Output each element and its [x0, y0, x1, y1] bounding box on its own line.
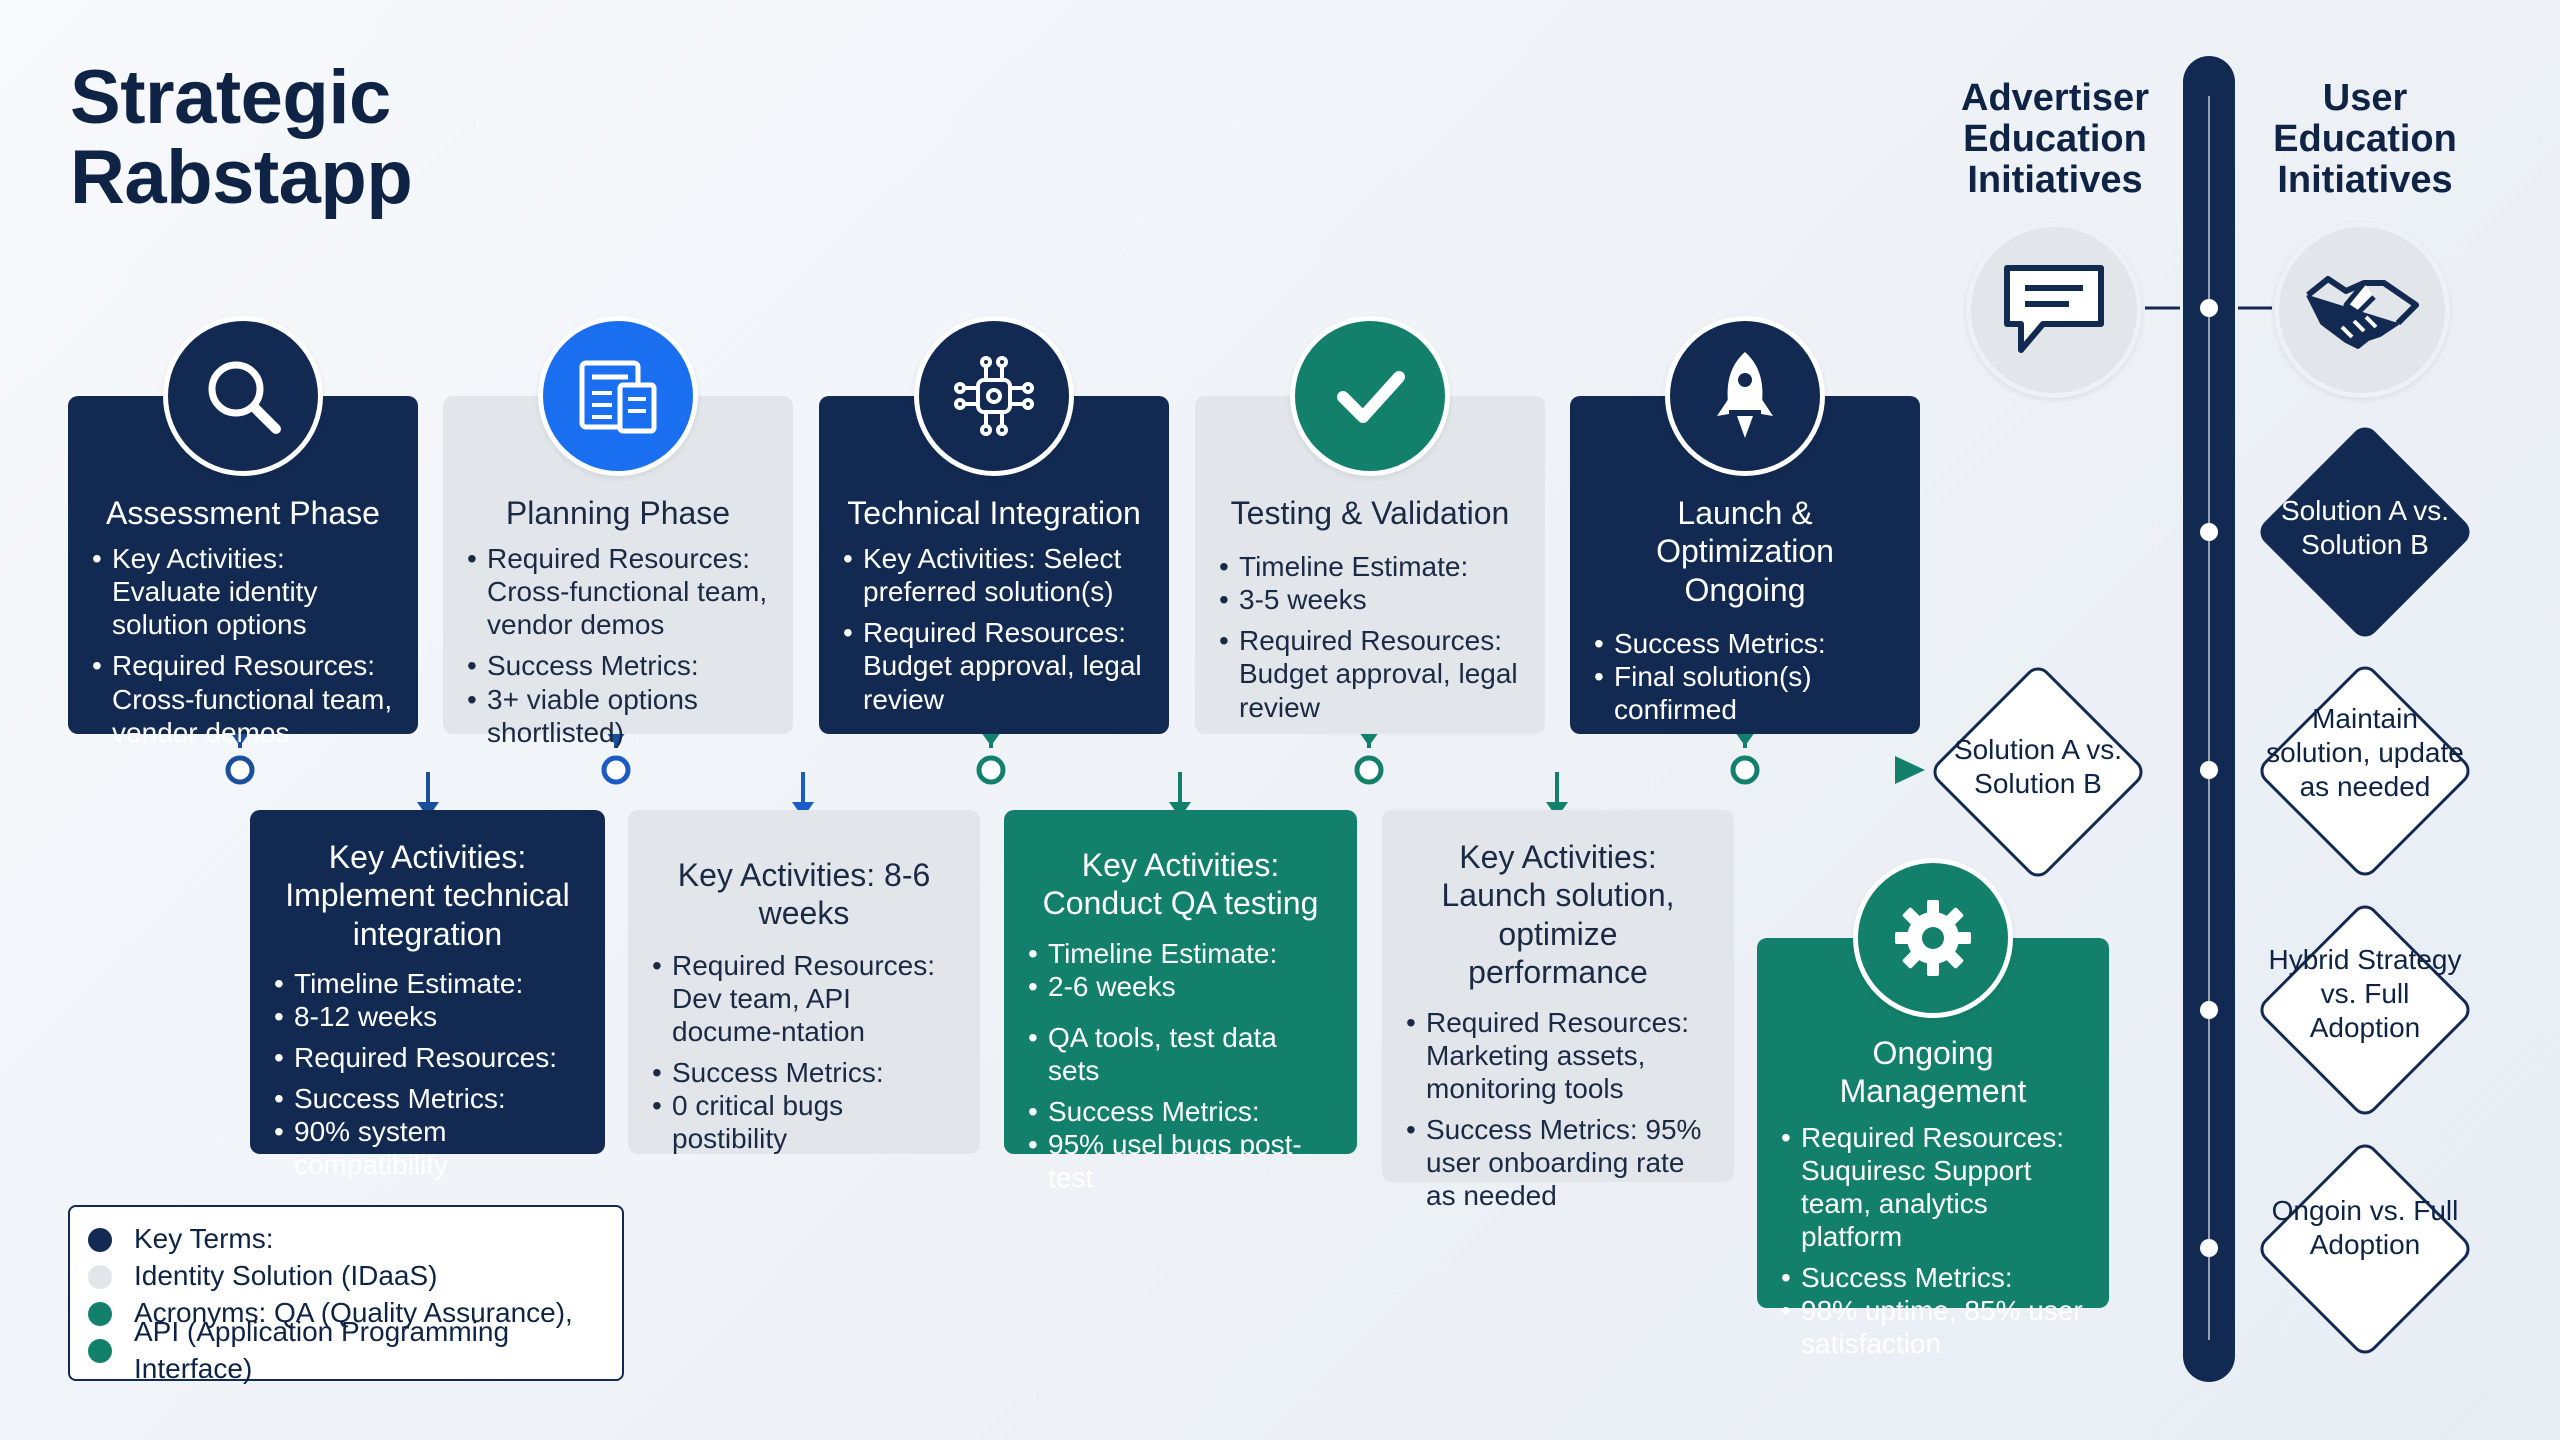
card-item: Timeline Estimate:	[274, 967, 581, 1000]
card-item: Final solution(s) confirmed	[1594, 660, 1896, 726]
legend-swatch	[88, 1227, 112, 1252]
card-item: Required Resources: Suquiresc Support te…	[1781, 1121, 2085, 1253]
card-title: Key Activities: Implement technical inte…	[285, 839, 570, 952]
card-item: 3+ viable options shortlisted)	[467, 683, 769, 749]
timeline-node	[1354, 755, 1384, 785]
legend-label: Acronyms: QA (Quality Assurance),	[134, 1297, 573, 1329]
launch-solution-card: Key Activities: Launch solution, optimiz…	[1382, 810, 1734, 1211]
launch-optimization-card: Launch & Optimization Ongoing Success Me…	[1570, 396, 1920, 734]
key-activities-weeks-card: Key Activities: 8-6 weeks Required Resou…	[628, 810, 980, 1154]
card-item: 95% usel bugs post-test	[1028, 1128, 1333, 1194]
card-item: 3-5 weeks	[1219, 583, 1521, 616]
magnifier-icon	[163, 316, 323, 476]
timeline-end-label: Solution A vs. Solution B	[1953, 734, 2123, 800]
card-title: Key Activities: Conduct QA testing	[1042, 847, 1319, 922]
card-title: Launch & Optimization Ongoing	[1656, 495, 1834, 608]
card-item: Success Metrics:	[1594, 627, 1896, 660]
legend-item: Key Terms:	[88, 1221, 604, 1258]
legend-label: Key Terms:	[134, 1223, 274, 1255]
card-item: Success Metrics:	[274, 1082, 581, 1115]
card-title: Assessment Phase	[106, 495, 380, 531]
legend-item: API (Application Programming Interface)	[88, 1316, 604, 1384]
card-item: Required Resources: Dev team, API docume…	[652, 949, 956, 1048]
card-item: Success Metrics:	[1028, 1095, 1333, 1128]
card-title: Planning Phase	[505, 495, 731, 531]
timeline-node	[601, 755, 631, 785]
card-item: Required Resources: Marketing assets, mo…	[1406, 1006, 1710, 1105]
timeline-node	[1730, 755, 1760, 785]
timeline-node	[976, 755, 1006, 785]
circuit-icon	[914, 316, 1074, 476]
card-item: Success Metrics: 95% user onboarding rat…	[1406, 1113, 1710, 1212]
card-item: Required Resources: Cross-functional tea…	[92, 649, 394, 748]
card-title: Technical Integration	[847, 495, 1141, 531]
card-title: Key Activities: 8-6 weeks	[677, 857, 931, 932]
card-item: 2-6 weeks	[1028, 970, 1333, 1003]
diamond-label: Hybrid Strategy vs. Full Adoption	[2268, 944, 2462, 1044]
card-item: Required Resources: Budget approval, leg…	[1219, 624, 1521, 723]
assessment-phase-card: Assessment Phase Key Activities: Evaluat…	[68, 396, 418, 748]
implement-integration-card: Key Activities: Implement technical inte…	[250, 810, 605, 1180]
card-item: Required Resources:	[274, 1041, 581, 1074]
card-item: Success Metrics:	[467, 649, 769, 682]
checkmark-icon	[1290, 316, 1450, 476]
legend-item: Identity Solution (IDaaS)	[88, 1258, 604, 1295]
card-item: Key Activities: Evaluate identity soluti…	[92, 542, 394, 641]
gear-icon	[1853, 858, 2013, 1018]
qa-testing-card: Key Activities: Conduct QA testing Timel…	[1004, 810, 1357, 1193]
legend-swatch	[88, 1264, 112, 1289]
legend-swatch	[88, 1301, 112, 1326]
card-item: 98% uptime, 85% user satisfaction	[1781, 1294, 2085, 1360]
legend-label: Identity Solution (IDaaS)	[134, 1260, 438, 1292]
legend-swatch	[88, 1338, 112, 1363]
card-item: 8-12 weeks	[274, 1000, 581, 1033]
card-item: Success Metrics:	[652, 1056, 956, 1089]
card-title: Testing & Validation	[1230, 495, 1510, 531]
card-item: Timeline Estimate:	[1028, 937, 1333, 970]
card-item: Timeline Estimate:	[1219, 550, 1521, 583]
card-item: 90% system compatibility	[274, 1115, 581, 1181]
card-item: Success Metrics:	[1781, 1261, 2085, 1294]
card-item: QA tools, test data sets	[1028, 1021, 1333, 1087]
rocket-icon	[1665, 316, 1825, 476]
legend-label: API (Application Programming Interface)	[134, 1316, 510, 1384]
timeline-node	[225, 755, 255, 785]
document-icon	[538, 316, 698, 476]
legend-box: Key Terms: Identity Solution (IDaaS) Acr…	[68, 1205, 624, 1384]
handshake-icon	[2274, 222, 2450, 398]
user-heading: User Education Initiatives	[2273, 77, 2457, 202]
advertiser-heading: Advertiser Education Initiatives	[1961, 77, 2149, 202]
chat-bubble-icon	[1966, 222, 2142, 398]
testing-validation-card: Testing & Validation Timeline Estimate: …	[1195, 396, 1545, 734]
timeline-arrowhead	[1895, 756, 1925, 784]
legend-item: Acronyms: QA (Quality Assurance),	[88, 1295, 604, 1332]
card-title: Key Activities: Launch solution, optimiz…	[1441, 839, 1675, 991]
diamond-label: Solution A vs. Solution B	[2280, 495, 2450, 561]
card-title: Ongoing Management	[1839, 1035, 2027, 1110]
card-item: Required Resources: Cross-functional tea…	[467, 542, 769, 641]
diamond-label: Ongoin vs. Full Adoption	[2271, 1195, 2459, 1261]
page-title: Strategic Rabstapp	[70, 55, 413, 220]
card-item: 0 critical bugs postibility	[652, 1089, 956, 1155]
card-item: Required Resources: Budget approval, leg…	[843, 616, 1145, 715]
diamond-label: Maintain solution, update as needed	[2266, 703, 2464, 803]
card-item: Key Activities: Select preferred solutio…	[843, 542, 1145, 608]
